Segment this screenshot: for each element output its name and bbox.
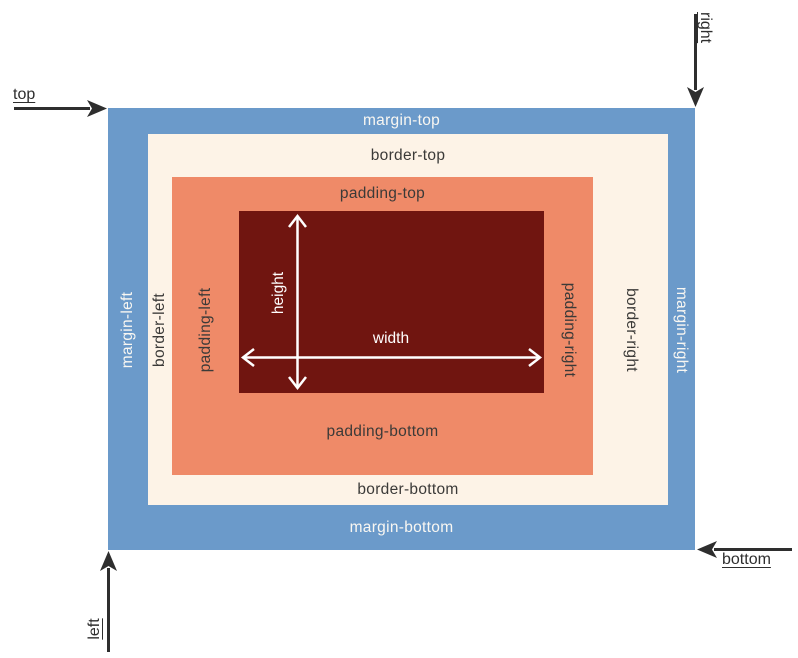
dimension-arrows-icon (240, 213, 543, 391)
padding-bottom-label: padding-bottom (326, 423, 439, 440)
margin-top-label: margin-top (362, 112, 441, 129)
width-label: width (372, 330, 410, 347)
height-label: height (270, 271, 287, 315)
right-offset-link[interactable]: right (697, 12, 714, 44)
padding-left-label: padding-left (197, 287, 214, 373)
padding-top-label: padding-top (339, 185, 426, 202)
margin-bottom-label: margin-bottom (349, 519, 454, 536)
padding-box: padding-top padding-bottom padding-left … (172, 177, 593, 475)
border-top-label: border-top (370, 147, 446, 164)
border-left-label: border-left (151, 293, 168, 367)
left-offset-link[interactable]: left (86, 618, 103, 640)
margin-right-label: margin-right (673, 286, 690, 374)
border-box: border-top border-bottom border-left bor… (148, 134, 668, 505)
border-bottom-label: border-bottom (357, 481, 459, 498)
top-offset-link[interactable]: top (13, 86, 36, 103)
border-right-label: border-right (623, 288, 640, 372)
bottom-offset-link[interactable]: bottom (722, 551, 771, 568)
margin-left-label: margin-left (119, 291, 136, 369)
content-box: height width (239, 211, 544, 393)
margin-box: margin-top margin-bottom margin-left mar… (108, 108, 695, 550)
padding-right-label: padding-right (561, 282, 578, 378)
